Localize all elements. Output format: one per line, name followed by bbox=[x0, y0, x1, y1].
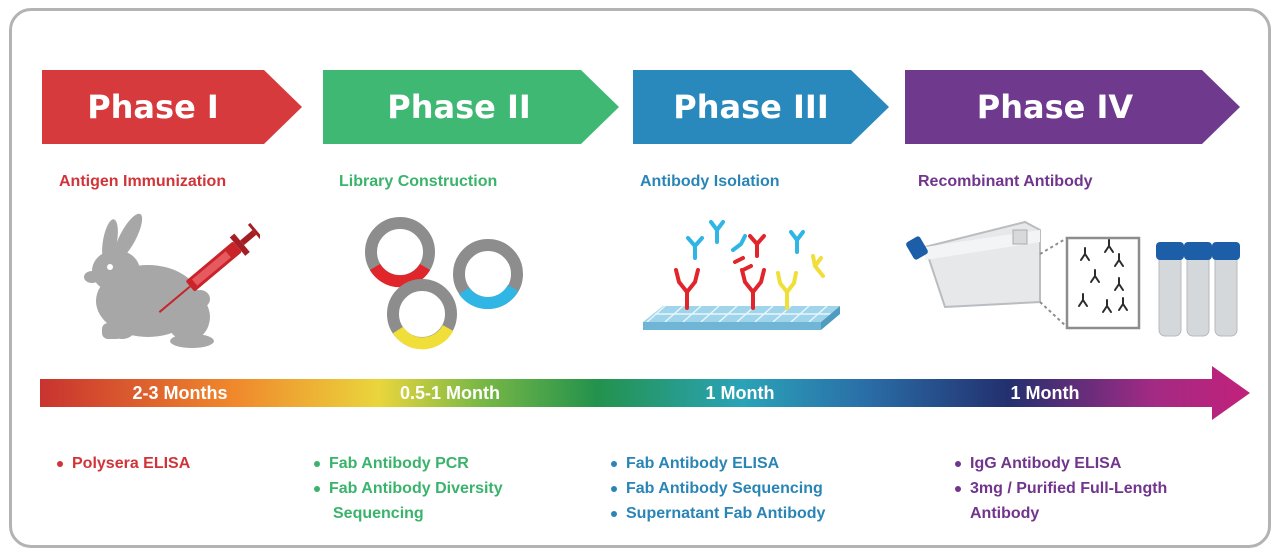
diagram-frame bbox=[9, 8, 1271, 548]
antibody-plate-icon bbox=[635, 212, 845, 357]
phase-1-arrow: Phase I bbox=[42, 70, 302, 144]
flask-vials-icon bbox=[895, 212, 1250, 357]
phase-4-title: Phase IV bbox=[976, 88, 1134, 126]
list-item: Polysera ELISA bbox=[57, 451, 190, 476]
phase-2-duration: 0.5-1 Month bbox=[399, 383, 500, 403]
list-item: Fab Antibody PCR bbox=[314, 451, 503, 476]
phase-3-arrow: Phase III bbox=[633, 70, 889, 144]
phase-2-arrow: Phase II bbox=[323, 70, 619, 144]
list-item: Fab Antibody Diversity bbox=[314, 476, 503, 501]
phase-4-duration: 1 Month bbox=[1010, 383, 1080, 403]
phase-1-bullets: Polysera ELISA bbox=[57, 451, 190, 476]
list-item-continuation: Sequencing bbox=[333, 505, 424, 522]
phase-2-bullets: Fab Antibody PCR Fab Antibody Diversity … bbox=[314, 451, 503, 526]
phase-2-title: Phase II bbox=[387, 88, 531, 126]
phase-4-arrow: Phase IV bbox=[905, 70, 1240, 144]
phase-3-title: Phase III bbox=[673, 88, 829, 126]
rabbit-syringe-icon bbox=[70, 205, 264, 360]
phase-1-title: Phase I bbox=[87, 88, 219, 126]
list-item: Fab Antibody ELISA bbox=[611, 451, 825, 476]
list-item-continuation: Antibody bbox=[970, 505, 1040, 522]
phase-3-bullets: Fab Antibody ELISA Fab Antibody Sequenci… bbox=[611, 451, 825, 526]
plasmid-rings-icon bbox=[360, 212, 535, 357]
phase-1-subtitle: Antigen Immunization bbox=[59, 173, 227, 190]
list-item: Supernatant Fab Antibody bbox=[611, 501, 825, 526]
list-item: IgG Antibody ELISA bbox=[955, 451, 1167, 476]
phase-1-duration: 2-3 Months bbox=[132, 383, 228, 403]
phase-3-duration: 1 Month bbox=[705, 383, 775, 403]
phase-4-bullets: IgG Antibody ELISA 3mg / Purified Full-L… bbox=[955, 451, 1167, 526]
phase-3-subtitle: Antibody Isolation bbox=[640, 173, 780, 190]
list-item: Fab Antibody Sequencing bbox=[611, 476, 825, 501]
list-item: 3mg / Purified Full-Length bbox=[955, 476, 1167, 501]
phase-4-subtitle: Recombinant Antibody bbox=[918, 173, 1093, 190]
phase-2-subtitle: Library Construction bbox=[339, 173, 498, 190]
